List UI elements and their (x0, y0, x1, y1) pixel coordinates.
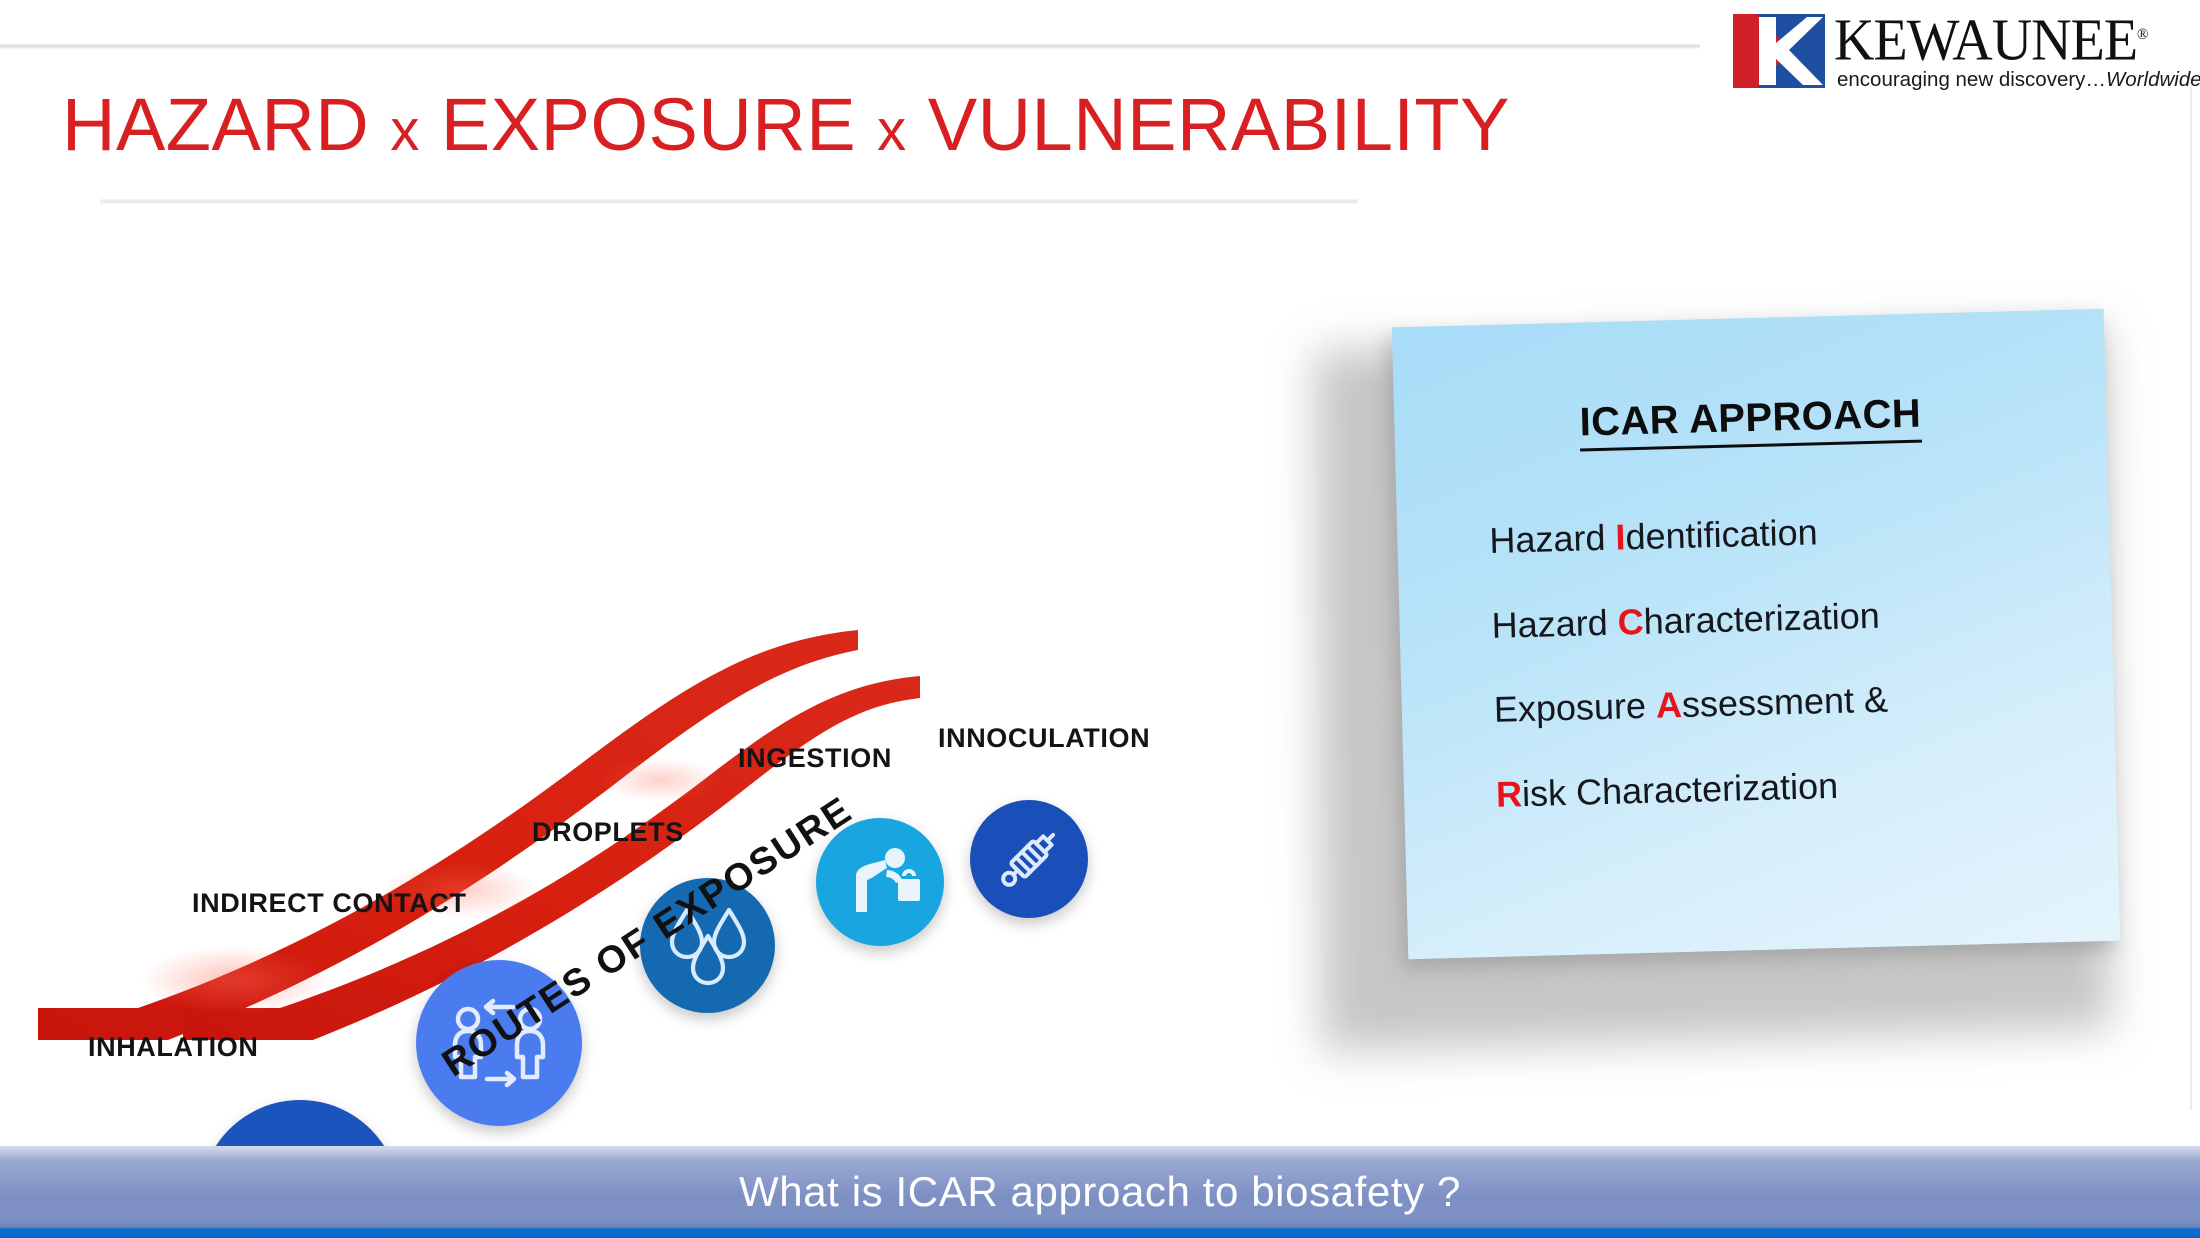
caption-text: What is ICAR approach to biosafety ? (739, 1168, 1461, 1215)
icar-item-pre: Hazard (1491, 601, 1619, 646)
route-label-inhalation: INHALATION (88, 1032, 259, 1062)
icar-item-accent: A (1655, 684, 1683, 726)
icar-item: Hazard Characterization (1491, 590, 2078, 645)
icar-heading: ICAR APPROACH (1394, 387, 2107, 452)
icar-item: Hazard Identification (1489, 506, 2076, 561)
routes-of-exposure-diagram: INHALATION INDIRECT CONTACT DROPLETS ING… (20, 280, 1270, 1238)
icar-item-accent: R (1495, 772, 1523, 815)
logo-tagline: encouraging new discovery…Worldwide (1837, 68, 2200, 92)
title-underline (100, 199, 1358, 204)
route-label-indirect-contact: INDIRECT CONTACT (192, 888, 467, 918)
logo-k-glyph-icon (1759, 17, 1823, 85)
icar-item: Exposure Assessment & (1493, 675, 2080, 730)
icar-item-post: ssessment & (1681, 678, 1889, 726)
drinking-fountain-icon (856, 848, 920, 912)
right-edge-divider (2190, 78, 2192, 1110)
route-label-ingestion: INGESTION (738, 743, 892, 773)
icar-item-post: isk Characterization (1521, 764, 1839, 814)
icar-item-post: dentification (1624, 511, 1819, 558)
route-node-droplets[interactable] (640, 878, 775, 1013)
logo-wordmark: KEWAUNEE® (1834, 11, 2200, 70)
caption-bar: What is ICAR approach to biosafety ? (0, 1146, 2200, 1238)
title-multiplier-2: x (877, 98, 907, 163)
logo-wordmark-text: KEWAUNEE (1834, 7, 2138, 74)
red-road-graphic (38, 630, 920, 1040)
icar-approach-card: ICAR APPROACH Hazard Identification Haza… (1391, 308, 2121, 960)
two-people-arrows-icon (452, 998, 546, 1088)
route-label-droplets: DROPLETS (532, 817, 684, 847)
route-node-ingestion[interactable] (816, 818, 944, 946)
icar-item-post: haracterization (1643, 594, 1881, 642)
kewaunee-logo: KEWAUNEE® encouraging new discovery…Worl… (1733, 10, 2200, 100)
logo-tagline-plain: encouraging new discovery… (1837, 67, 2106, 91)
title-exposure: EXPOSURE (440, 83, 857, 166)
water-droplets-icon (669, 907, 746, 985)
kewaunee-logo-mark-icon (1733, 14, 1825, 88)
icar-item-pre: Exposure (1493, 684, 1657, 731)
route-node-innoculation[interactable] (970, 800, 1088, 918)
icar-item-accent: C (1617, 600, 1645, 643)
title-hazard: HAZARD (62, 83, 370, 166)
icar-heading-text: ICAR APPROACH (1579, 391, 1922, 452)
logo-tagline-italic: Worldwide (2105, 67, 2200, 91)
title-vulnerability: VULNERABILITY (927, 83, 1510, 166)
icar-items-list: Hazard Identification Hazard Characteriz… (1489, 506, 2084, 860)
header-divider (0, 44, 1700, 49)
logo-text-block: KEWAUNEE® encouraging new discovery…Worl… (1834, 10, 2200, 92)
icar-item-pre: Hazard (1488, 516, 1617, 561)
page-title: HAZARD x EXPOSURE x VULNERABILITY (62, 82, 1510, 167)
route-label-innoculation: INNOCULATION (938, 723, 1151, 753)
syringe-icon (1001, 832, 1056, 887)
route-node-indirect-contact[interactable] (416, 960, 582, 1126)
icar-item: Risk Characterization (1495, 759, 2083, 815)
logo-registered-mark: ® (2137, 26, 2149, 44)
title-multiplier-1: x (390, 98, 420, 163)
